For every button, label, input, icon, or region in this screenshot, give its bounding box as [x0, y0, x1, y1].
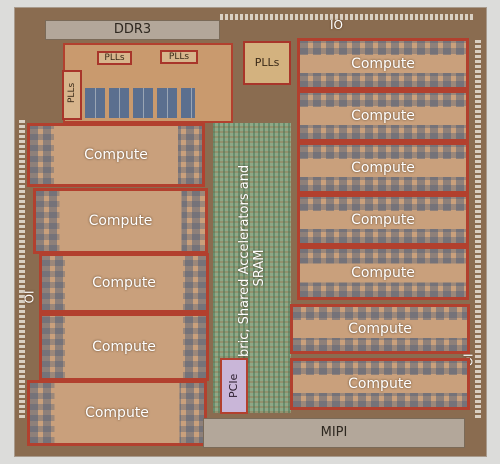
pll-block-main: PLLs — [243, 41, 291, 85]
compute-block-left-1: Compute — [27, 123, 205, 187]
compute-block-left-5: Compute — [27, 380, 207, 446]
compute-label: Compute — [88, 213, 153, 229]
compute-label: Compute — [351, 265, 415, 281]
compute-label: Compute — [348, 321, 412, 337]
compute-label: Compute — [348, 376, 412, 392]
compute-block-left-2: Compute — [33, 188, 208, 254]
compute-block-right-4: Compute — [297, 194, 469, 246]
compute-label: Compute — [351, 160, 415, 176]
pcie-block: PCIe — [220, 358, 248, 414]
ddr3-block: DDR3 — [45, 20, 220, 40]
compute-block-right-6: Compute — [290, 304, 470, 354]
io-label-top: IO — [330, 18, 343, 32]
compute-label: Compute — [92, 275, 156, 291]
left-pad-ring — [19, 118, 25, 418]
pll-block-vertical: PLLs — [62, 70, 82, 120]
pll-block-small-1: PLLs — [97, 51, 132, 65]
pll-block-small-2: PLLs — [160, 50, 198, 64]
compute-block-left-4: Compute — [39, 313, 209, 381]
compute-label: Compute — [84, 147, 148, 163]
pll-label: PLLs — [168, 52, 190, 62]
pll-label: PLLs — [254, 56, 280, 69]
sram-array-top — [85, 88, 195, 118]
mipi-block: MIPI — [203, 418, 465, 448]
pll-label: PLLs — [104, 53, 125, 63]
mipi-label: MIPI — [320, 425, 348, 440]
top-pad-ring — [220, 14, 475, 20]
right-pad-ring — [475, 38, 481, 418]
compute-block-right-2: Compute — [297, 90, 469, 142]
pll-label: PLLs — [67, 82, 77, 103]
ddr3-label: DDR3 — [113, 22, 152, 37]
compute-label: Compute — [351, 56, 415, 72]
compute-label: Compute — [85, 405, 149, 421]
io-label-left: IO — [21, 290, 36, 304]
compute-label: Compute — [351, 212, 415, 228]
fabric-label: Fabric, Shared Accelerators and SRAM — [237, 164, 267, 372]
compute-block-right-3: Compute — [297, 142, 469, 194]
compute-block-right-1: Compute — [297, 38, 469, 90]
compute-label: Compute — [351, 108, 415, 124]
compute-block-left-3: Compute — [39, 253, 209, 313]
compute-block-right-5: Compute — [297, 246, 469, 300]
compute-label: Compute — [92, 339, 156, 355]
pcie-label: PCIe — [227, 373, 240, 398]
die: DDR3 PLLs PLLs PLLs PLLs IO IO IO Fabric… — [15, 8, 486, 456]
compute-block-right-7: Compute — [290, 358, 470, 410]
